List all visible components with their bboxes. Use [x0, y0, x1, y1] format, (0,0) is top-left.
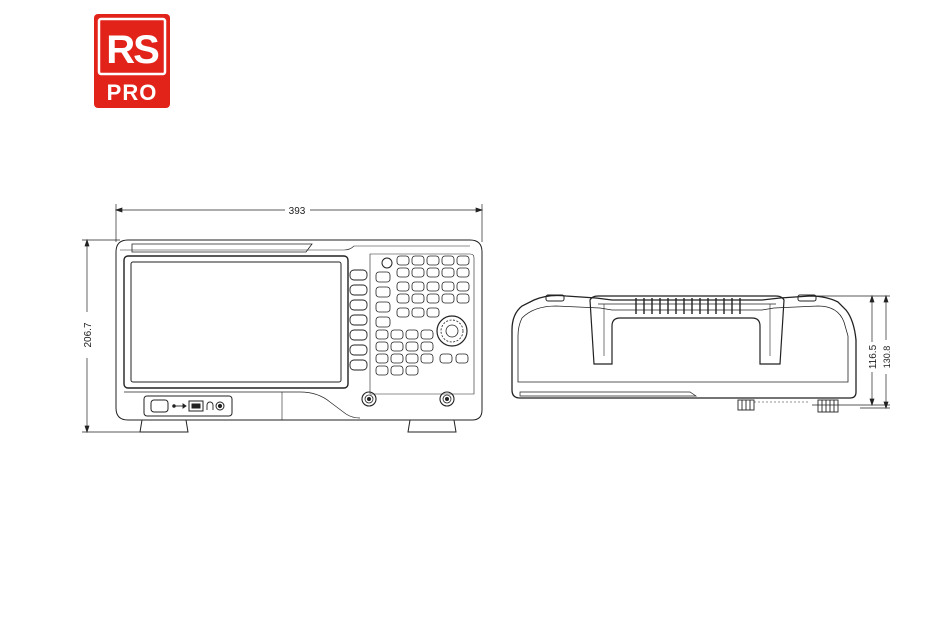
- function-key[interactable]: [457, 294, 469, 303]
- numeric-key[interactable]: [391, 354, 403, 363]
- numeric-key[interactable]: [406, 330, 418, 339]
- function-key[interactable]: [427, 256, 439, 265]
- softkey-5[interactable]: [350, 330, 367, 340]
- function-key[interactable]: [427, 282, 439, 291]
- function-key[interactable]: [412, 268, 424, 277]
- front-view: 393 206.7: [82, 204, 482, 432]
- function-key[interactable]: [412, 282, 424, 291]
- function-key[interactable]: [442, 268, 454, 277]
- right-foot: [408, 420, 456, 432]
- softkey-6[interactable]: [350, 345, 367, 355]
- numeric-key[interactable]: [391, 330, 403, 339]
- rf-input-connector[interactable]: [362, 392, 376, 406]
- display-screen: [131, 262, 341, 382]
- function-key[interactable]: [376, 287, 390, 297]
- softkey-2[interactable]: [350, 285, 367, 295]
- arrow-left-key[interactable]: [440, 354, 452, 363]
- numeric-key[interactable]: [391, 342, 403, 351]
- numeric-key[interactable]: [406, 354, 418, 363]
- width-dimension-label: 393: [289, 206, 306, 217]
- numeric-key[interactable]: [376, 330, 388, 339]
- side-bottom-rail: [520, 392, 696, 396]
- headphone-jack-icon: [207, 402, 213, 410]
- audio-jack[interactable]: [216, 402, 224, 410]
- function-key[interactable]: [427, 308, 439, 317]
- function-key[interactable]: [397, 294, 409, 303]
- keypad-panel-outline: [370, 254, 474, 394]
- function-key[interactable]: [457, 282, 469, 291]
- rear-connector-right: [818, 400, 838, 412]
- function-key[interactable]: [412, 308, 424, 317]
- height-dimension-label: 206.7: [83, 322, 94, 347]
- numeric-key[interactable]: [391, 366, 403, 375]
- numeric-key[interactable]: [376, 354, 388, 363]
- arrow-right-key[interactable]: [456, 354, 468, 363]
- function-key[interactable]: [442, 256, 454, 265]
- rear-connector-left: [738, 400, 754, 410]
- function-key[interactable]: [457, 268, 469, 277]
- side-view: 116.5 130.8: [512, 295, 892, 412]
- function-key[interactable]: [457, 256, 469, 265]
- function-key[interactable]: [376, 272, 390, 282]
- preset-button[interactable]: [382, 258, 392, 268]
- depth-outer-label: 130.8: [882, 346, 892, 369]
- display-bezel: [124, 256, 348, 388]
- numeric-key[interactable]: [376, 342, 388, 351]
- left-foot: [140, 420, 188, 432]
- numeric-key[interactable]: [421, 342, 433, 351]
- numeric-keypad: [376, 330, 433, 375]
- front-panel-divider: [120, 246, 470, 250]
- function-key[interactable]: [397, 308, 409, 317]
- function-key[interactable]: [442, 294, 454, 303]
- function-key[interactable]: [427, 268, 439, 277]
- numeric-key[interactable]: [421, 354, 433, 363]
- function-key[interactable]: [376, 317, 390, 327]
- function-key[interactable]: [412, 294, 424, 303]
- numeric-key[interactable]: [421, 330, 433, 339]
- function-key[interactable]: [427, 294, 439, 303]
- numeric-key[interactable]: [406, 342, 418, 351]
- softkey-column: [350, 270, 367, 370]
- softkey-7[interactable]: [350, 360, 367, 370]
- softkey-3[interactable]: [350, 300, 367, 310]
- function-key[interactable]: [412, 256, 424, 265]
- carry-handle[interactable]: [590, 296, 784, 364]
- function-key[interactable]: [397, 282, 409, 291]
- numeric-key[interactable]: [376, 366, 388, 375]
- function-key[interactable]: [397, 256, 409, 265]
- depth-inner-label: 116.5: [868, 344, 879, 369]
- rotary-knob-icon[interactable]: [437, 316, 467, 346]
- usb-icon: [173, 404, 186, 408]
- softkey-1[interactable]: [350, 270, 367, 280]
- function-key[interactable]: [376, 302, 390, 312]
- top-handle-rail: [132, 244, 312, 252]
- function-key[interactable]: [442, 282, 454, 291]
- numeric-key[interactable]: [406, 366, 418, 375]
- power-button-icon[interactable]: [151, 400, 168, 412]
- softkey-4[interactable]: [350, 315, 367, 325]
- function-key[interactable]: [397, 268, 409, 277]
